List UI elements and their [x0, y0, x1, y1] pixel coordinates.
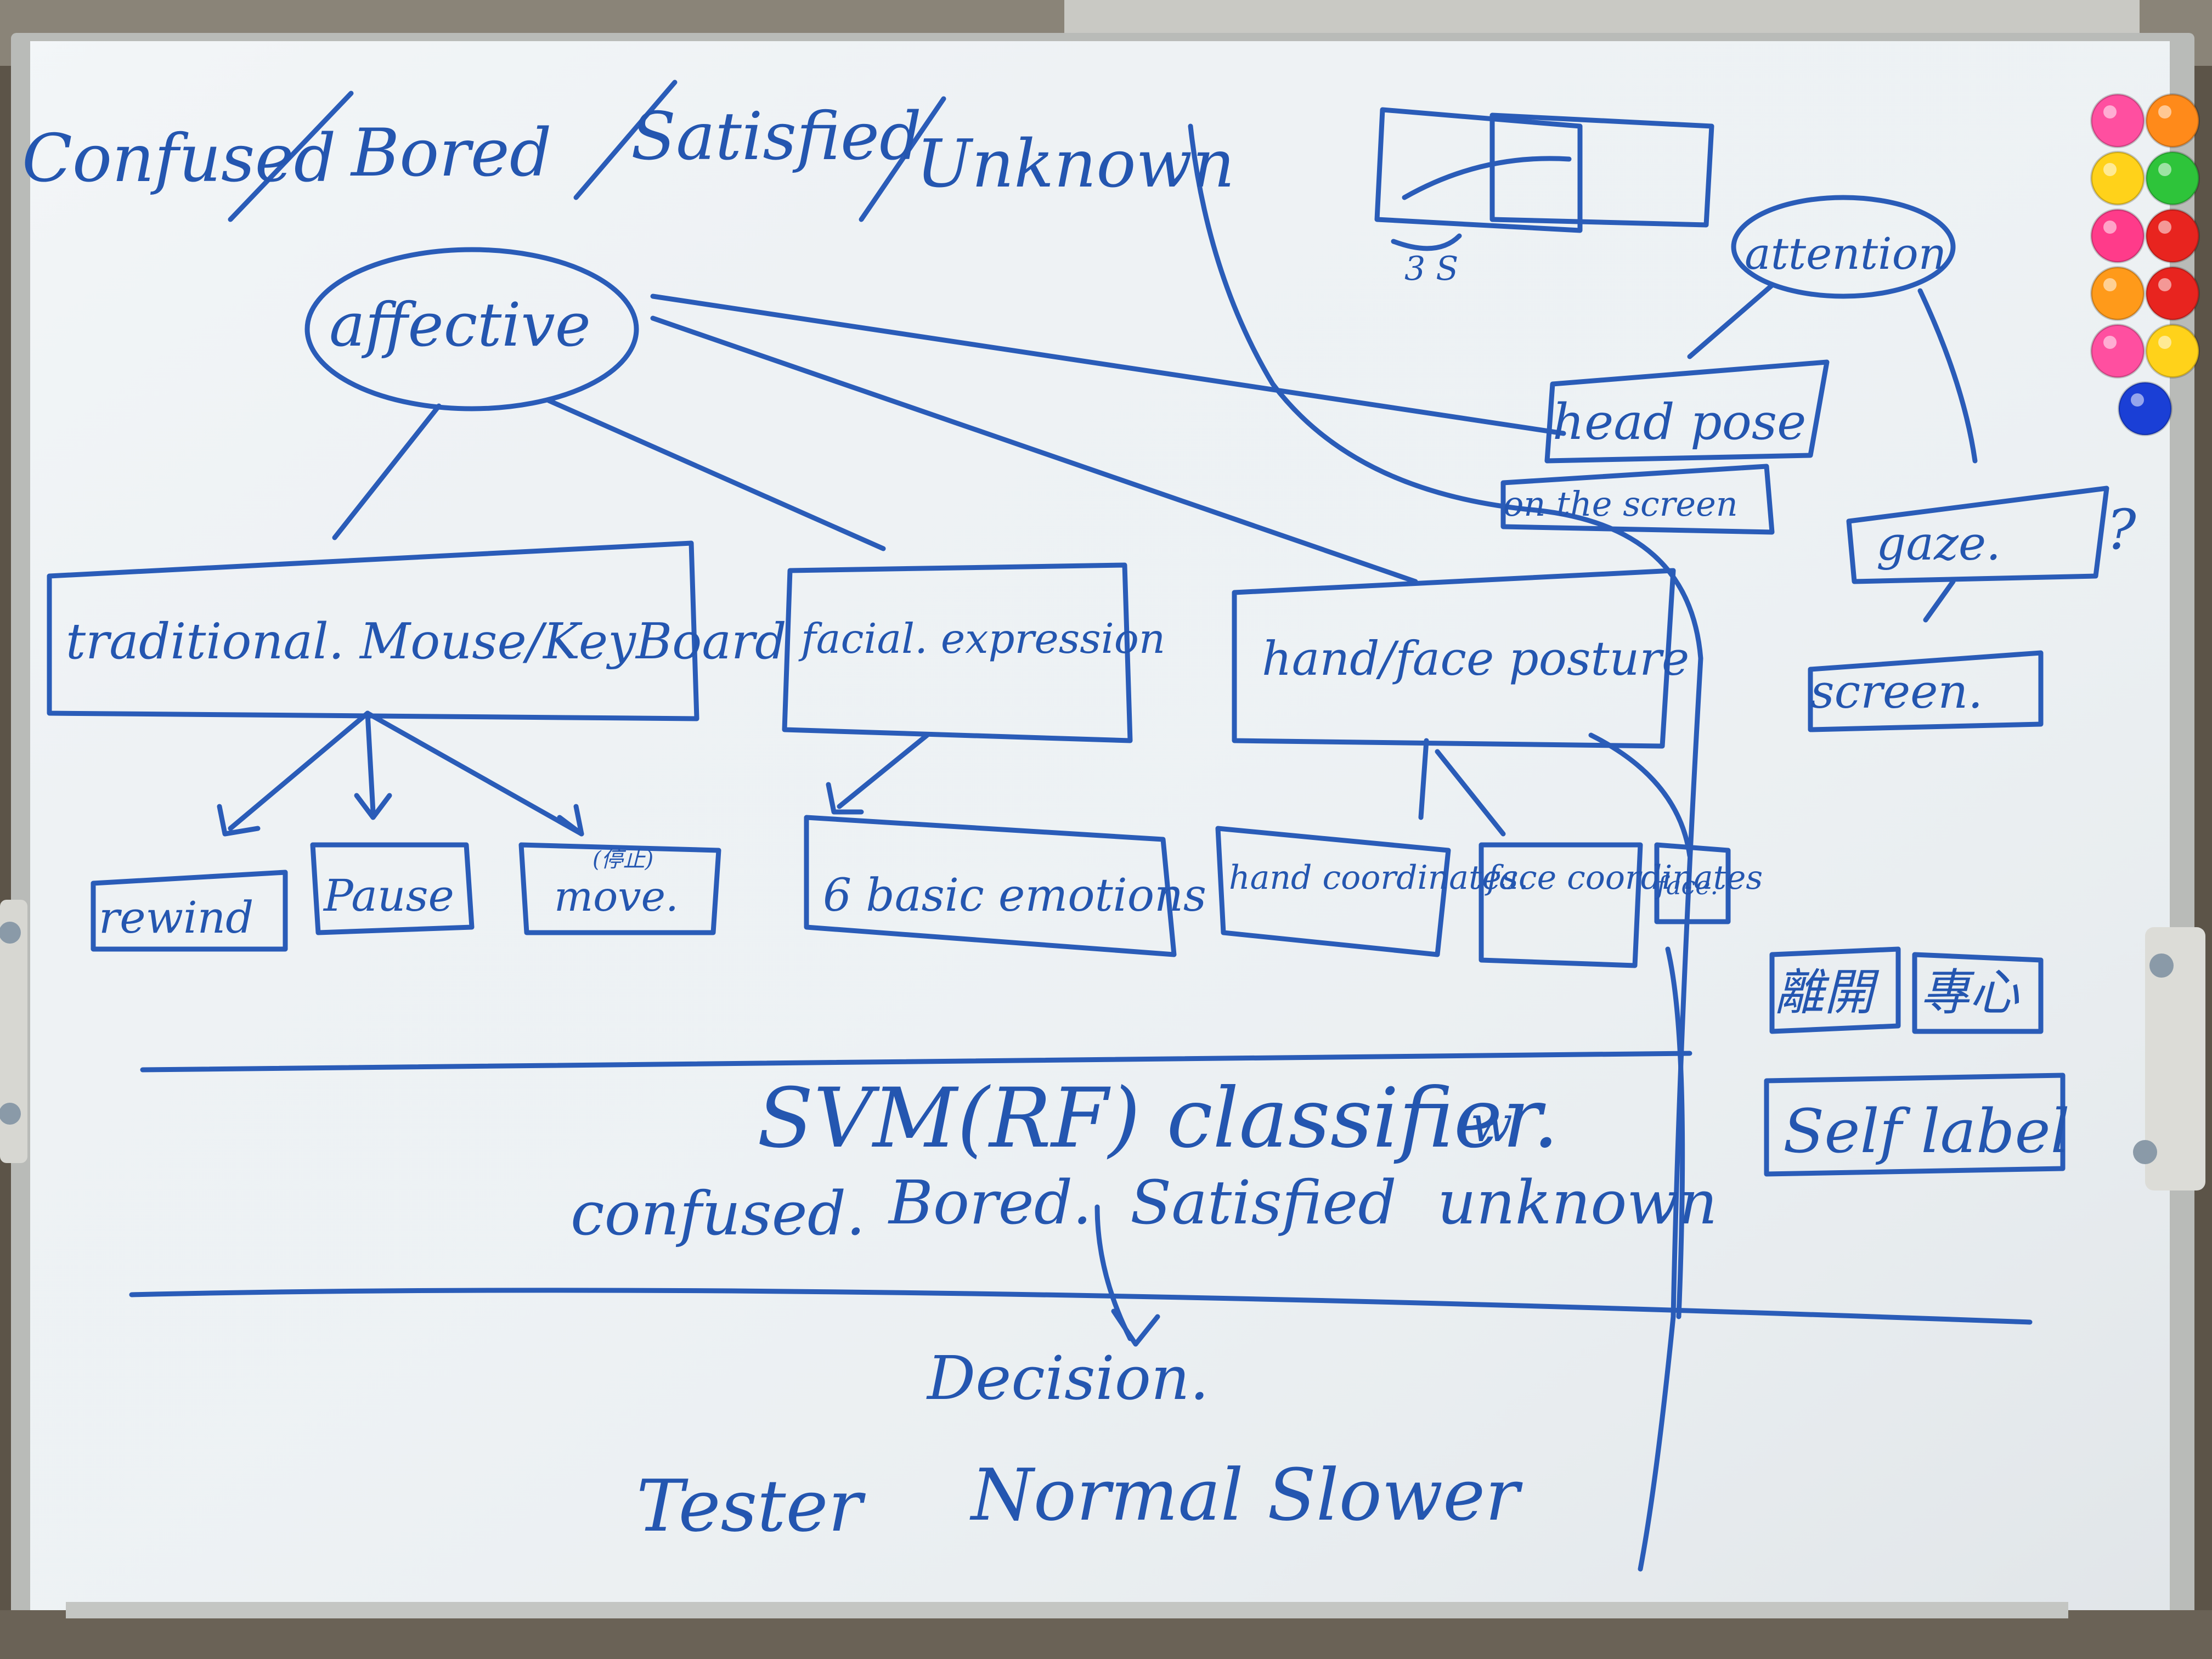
label-facial-expression: facial. expression — [798, 614, 1165, 663]
handface-box — [1232, 568, 1676, 749]
face-coord-box — [1479, 842, 1643, 968]
label-rewind: rewind — [99, 892, 253, 943]
affective-ellipse — [304, 247, 639, 411]
top-confused: Confused — [22, 121, 336, 197]
face-small-box — [1654, 842, 1731, 924]
attention-ellipse — [1731, 195, 1956, 299]
magnet-highlight — [2158, 221, 2171, 234]
magnet-highlight — [2131, 393, 2144, 407]
label-traditional: traditional. Mouse/KeyBoard — [66, 613, 787, 670]
label-gaze: gaze. — [1876, 517, 2001, 571]
rewind-box — [91, 870, 288, 952]
class-unknown: unknown — [1437, 1167, 1717, 1238]
label-self-label: Self label — [1783, 1096, 2070, 1166]
slash-1 — [228, 91, 354, 222]
magnet-highlight — [2103, 105, 2117, 119]
bottom-tray — [66, 1602, 2068, 1618]
class-satisfied: Satisfied — [1130, 1167, 1397, 1238]
head-pose-box — [1544, 359, 1830, 464]
magnet-highlight — [2158, 163, 2171, 176]
magnet-8 — [2145, 266, 2200, 321]
move-box — [518, 842, 721, 935]
screen-box — [1808, 650, 2044, 732]
magnet-1 — [2090, 93, 2145, 148]
label-move: move. — [554, 872, 679, 921]
left-clip — [0, 900, 27, 1163]
magnet-7 — [2090, 266, 2145, 321]
magnet-5 — [2090, 208, 2145, 263]
right-clip — [2145, 927, 2205, 1190]
line-aff-trad — [332, 403, 442, 540]
magnet-highlight — [2158, 105, 2171, 119]
label-handface-posture: hand/face posture — [1262, 632, 1689, 686]
label-screen: screen. — [1810, 665, 1983, 719]
class-bored: Bored. — [888, 1167, 1092, 1238]
class-confused: confused. — [571, 1178, 865, 1249]
handwriting-layer: Confused Bored Satisfied Unknown affecti… — [22, 99, 2137, 1548]
magnet-3 — [2090, 151, 2145, 206]
label-attention: attention — [1745, 228, 1946, 279]
traditional-box — [47, 540, 699, 721]
magnet-4 — [2145, 151, 2200, 206]
label-face-small: face. — [1655, 871, 1718, 900]
magnet-highlight — [2103, 336, 2117, 349]
magnet-9 — [2090, 324, 2145, 379]
label-pause: Pause — [323, 870, 454, 921]
label-face-coordinates: face coordinates — [1485, 859, 1763, 897]
level-normal: Normal — [969, 1453, 1244, 1537]
magnet-highlight — [2158, 278, 2171, 291]
label-cjk-focus: 專心 — [1920, 964, 2019, 1022]
label-basic-emotions: 6 basic emotions — [823, 870, 1206, 922]
line-aff-hand — [650, 315, 1418, 584]
label-affective: affective — [329, 290, 591, 360]
slash-3 — [859, 96, 946, 222]
label-on-screen: on the screen — [1503, 484, 1738, 524]
label-3s: 3 S — [1404, 250, 1458, 288]
hand-coord-box — [1215, 826, 1451, 957]
magnet-group — [2090, 93, 2200, 436]
top-bored: Bored — [350, 115, 552, 191]
label-classifier: SVM(RF) classifier. — [757, 1071, 1559, 1166]
pause-box — [310, 842, 475, 935]
magnet-highlight — [2103, 221, 2117, 234]
magnet-highlight — [2158, 336, 2171, 349]
label-classifier-aside: w — [1470, 1096, 1513, 1153]
slash-2 — [573, 80, 678, 200]
line-aff-facial — [546, 398, 886, 551]
level-tester: Tester — [636, 1464, 866, 1548]
divider-line-2 — [129, 1288, 2033, 1325]
screen-sketch — [1374, 107, 1583, 233]
basic-box — [804, 815, 1177, 957]
magnet-6 — [2145, 208, 2200, 263]
line-aff-head — [650, 294, 1566, 436]
magnet-highlight — [2103, 163, 2117, 176]
divider-curve — [1188, 123, 1703, 1572]
facial-box — [782, 562, 1133, 743]
ink-strokes — [47, 80, 2109, 1572]
top-satisfied: Satisfied — [631, 99, 922, 175]
top-unknown: Unknown — [916, 126, 1235, 202]
magnet-highlight — [2103, 278, 2117, 291]
label-cjk-leave: 離開 — [1775, 964, 1880, 1022]
label-head-pose: head pose — [1553, 393, 1806, 451]
label-move-note: (停止) — [592, 847, 653, 872]
magnet-2 — [2145, 93, 2200, 148]
label-hand-coordinates: hand coordinates. — [1229, 859, 1529, 897]
magnet-11 — [2118, 381, 2172, 436]
magnet-10 — [2145, 324, 2200, 379]
gaze-box — [1846, 486, 2109, 584]
on-screen-box — [1500, 464, 1775, 535]
level-slower: Slower — [1267, 1453, 1523, 1537]
label-decision: Decision. — [926, 1343, 1209, 1413]
label-gaze-question: ? — [2107, 498, 2137, 562]
divider-line-1 — [140, 1051, 1692, 1073]
